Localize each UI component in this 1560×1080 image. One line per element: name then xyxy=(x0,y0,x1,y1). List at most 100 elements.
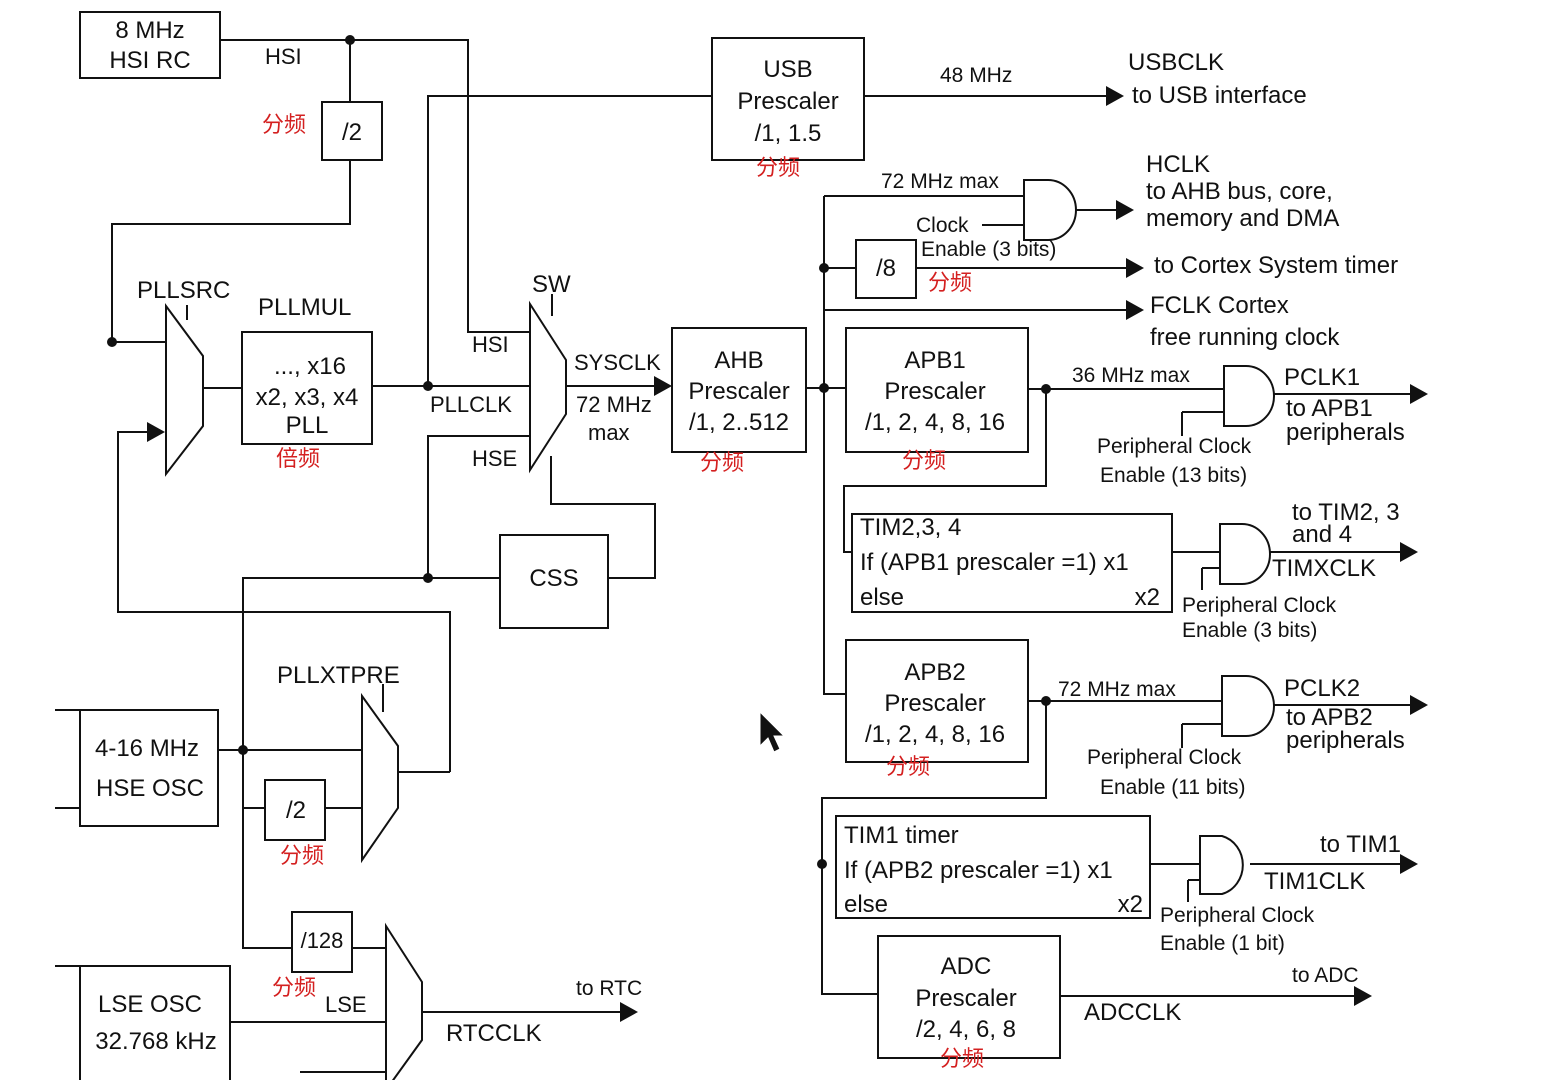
pclk2-desc-line2: peripherals xyxy=(1286,727,1405,754)
pllsrc-mux xyxy=(165,302,204,477)
to-adc-label: to ADC xyxy=(1292,964,1359,987)
svg-text:USB: USB xyxy=(763,56,812,83)
svg-text:PLL: PLL xyxy=(286,412,329,439)
fclk-desc: free running clock xyxy=(1150,324,1340,351)
svg-text:/2, 4, 6, 8: /2, 4, 6, 8 xyxy=(916,1016,1016,1043)
pclk1-desc-line2: peripherals xyxy=(1286,419,1405,446)
chinese-annotations: 分频 倍频 分频 分频 分频 分频 分频 分频 分频 分频 xyxy=(262,113,984,1072)
svg-text:8 MHz: 8 MHz xyxy=(115,17,184,44)
svg-text:/8: /8 xyxy=(876,255,896,282)
annotation-fenpin-adc: 分频 xyxy=(940,1047,984,1072)
annotation-fenpin-div8: 分频 xyxy=(928,271,972,296)
div128-block: /128 xyxy=(291,911,353,973)
annotation-fenpin-ahb: 分频 xyxy=(700,451,744,476)
apb2-max-label: 72 MHz max xyxy=(1058,678,1176,701)
apb1-max-label: 36 MHz max xyxy=(1072,364,1190,387)
svg-text:x2: x2 xyxy=(1135,584,1160,611)
svg-text:APB1: APB1 xyxy=(904,347,965,374)
annotation-fenpin-apb2: 分频 xyxy=(886,755,930,780)
pce1-line2: Enable (1 bit) xyxy=(1160,932,1285,955)
cortex-timer-label: to Cortex System timer xyxy=(1154,252,1398,279)
svg-text:Prescaler: Prescaler xyxy=(915,985,1016,1012)
rtcclk-label: RTCCLK xyxy=(446,1020,542,1047)
fclk-label: FCLK Cortex xyxy=(1150,292,1289,319)
svg-text:HSI RC: HSI RC xyxy=(109,47,190,74)
svg-text:/1, 2, 4, 8, 16: /1, 2, 4, 8, 16 xyxy=(865,721,1005,748)
svg-text:AHB: AHB xyxy=(714,347,763,374)
adcclk-label: ADCCLK xyxy=(1084,999,1181,1026)
pll-block: ..., x16 x2, x3, x4 PLL xyxy=(241,331,373,445)
pllsrc-label: PLLSRC xyxy=(137,277,230,304)
hclk-desc-line1: to AHB bus, core, xyxy=(1146,178,1333,205)
pce11-line1: Peripheral Clock xyxy=(1087,746,1242,769)
svg-text:/1, 2..512: /1, 2..512 xyxy=(689,409,789,436)
svg-text:else: else xyxy=(860,584,904,611)
apb1-prescaler-block: APB1 Prescaler /1, 2, 4, 8, 16 xyxy=(845,327,1029,453)
svg-text:4-16 MHz: 4-16 MHz xyxy=(95,735,199,762)
usb-48mhz-label: 48 MHz xyxy=(940,64,1012,87)
clock-enable-line1: Clock xyxy=(916,214,969,237)
clock-enable-line2: Enable (3 bits) xyxy=(921,238,1056,261)
svg-text:If (APB1 prescaler =1) x1: If (APB1 prescaler =1) x1 xyxy=(860,549,1129,576)
svg-text:ADC: ADC xyxy=(941,953,992,980)
and-gates xyxy=(1023,179,1275,895)
svg-text:HSE OSC: HSE OSC xyxy=(96,775,204,802)
tim1clk-gate xyxy=(1199,835,1244,895)
hsi-div2-block: /2 xyxy=(321,101,383,161)
svg-text:If (APB2 prescaler =1) x1: If (APB2 prescaler =1) x1 xyxy=(844,857,1113,884)
hsi-label: HSI xyxy=(265,44,302,69)
svg-text:/1, 2, 4, 8, 16: /1, 2, 4, 8, 16 xyxy=(865,409,1005,436)
tim1-multiplier-block: TIM1 timer If (APB2 prescaler =1) x1 els… xyxy=(835,815,1151,919)
tim234-to-line2: and 4 xyxy=(1292,521,1352,548)
svg-text:/2: /2 xyxy=(286,797,306,824)
hsi-rc-block: 8 MHz HSI RC xyxy=(79,11,221,79)
div8-block: /8 xyxy=(855,239,917,299)
pce13-line2: Enable (13 bits) xyxy=(1100,464,1247,487)
annotation-beipin-pll: 倍频 xyxy=(276,447,320,472)
svg-text:LSE OSC: LSE OSC xyxy=(98,991,202,1018)
multiplexers xyxy=(165,300,567,1080)
svg-text:32.768 kHz: 32.768 kHz xyxy=(95,1028,216,1055)
css-block: CSS xyxy=(499,534,609,629)
hsi-sw-label: HSI xyxy=(472,332,509,357)
timxclk-gate xyxy=(1219,523,1271,585)
svg-text:Prescaler: Prescaler xyxy=(884,690,985,717)
hclk-label: HCLK xyxy=(1146,151,1210,178)
mouse-cursor-icon xyxy=(759,710,786,753)
svg-text:/1, 1.5: /1, 1.5 xyxy=(755,120,822,147)
sysclk-max-line2: max xyxy=(588,420,630,445)
svg-text:APB2: APB2 xyxy=(904,659,965,686)
pce13-line1: Peripheral Clock xyxy=(1097,435,1252,458)
pclk2-gate xyxy=(1221,675,1275,737)
junction-dots xyxy=(107,35,1051,869)
usb-prescaler-block: USB Prescaler /1, 1.5 xyxy=(711,37,865,161)
annotation-fenpin-hse: 分频 xyxy=(280,844,324,869)
tim1clk-label: TIM1CLK xyxy=(1264,868,1365,895)
pce1-line1: Peripheral Clock xyxy=(1160,904,1315,927)
svg-text:x2: x2 xyxy=(1118,891,1143,918)
svg-text:TIM1 timer: TIM1 timer xyxy=(844,822,959,849)
to-rtc-label: to RTC xyxy=(576,977,642,1000)
hse-div2-block: /2 xyxy=(264,779,326,841)
svg-text:CSS: CSS xyxy=(529,565,578,592)
hse-sw-label: HSE xyxy=(472,446,517,471)
usbclk-label: USBCLK xyxy=(1128,49,1224,76)
svg-text:else: else xyxy=(844,891,888,918)
ahb-prescaler-block: AHB Prescaler /1, 2..512 xyxy=(671,327,807,453)
rtc-mux xyxy=(385,922,423,1080)
to-tim1-label: to TIM1 xyxy=(1320,831,1401,858)
wires xyxy=(55,39,1412,1073)
annotation-fenpin-hsi: 分频 xyxy=(262,113,306,138)
lse-label: LSE xyxy=(325,992,367,1017)
tim234-to-line1: to TIM2, 3 xyxy=(1292,499,1400,526)
timxclk-label: TIMXCLK xyxy=(1272,555,1376,582)
sysclk-label: SYSCLK xyxy=(574,350,661,375)
pce11-line2: Enable (11 bits) xyxy=(1100,776,1246,799)
pclk2-desc-line1: to APB2 xyxy=(1286,704,1373,731)
pllxtpre-label: PLLXTPRE xyxy=(277,662,400,689)
arrowheads xyxy=(147,86,1428,1022)
pce3-line2: Enable (3 bits) xyxy=(1182,619,1317,642)
tim234-multiplier-block: TIM2,3, 4 If (APB1 prescaler =1) x1 else… xyxy=(851,513,1173,613)
pllclk-label: PLLCLK xyxy=(430,392,512,417)
ahb-max-label: 72 MHz max xyxy=(881,170,999,193)
